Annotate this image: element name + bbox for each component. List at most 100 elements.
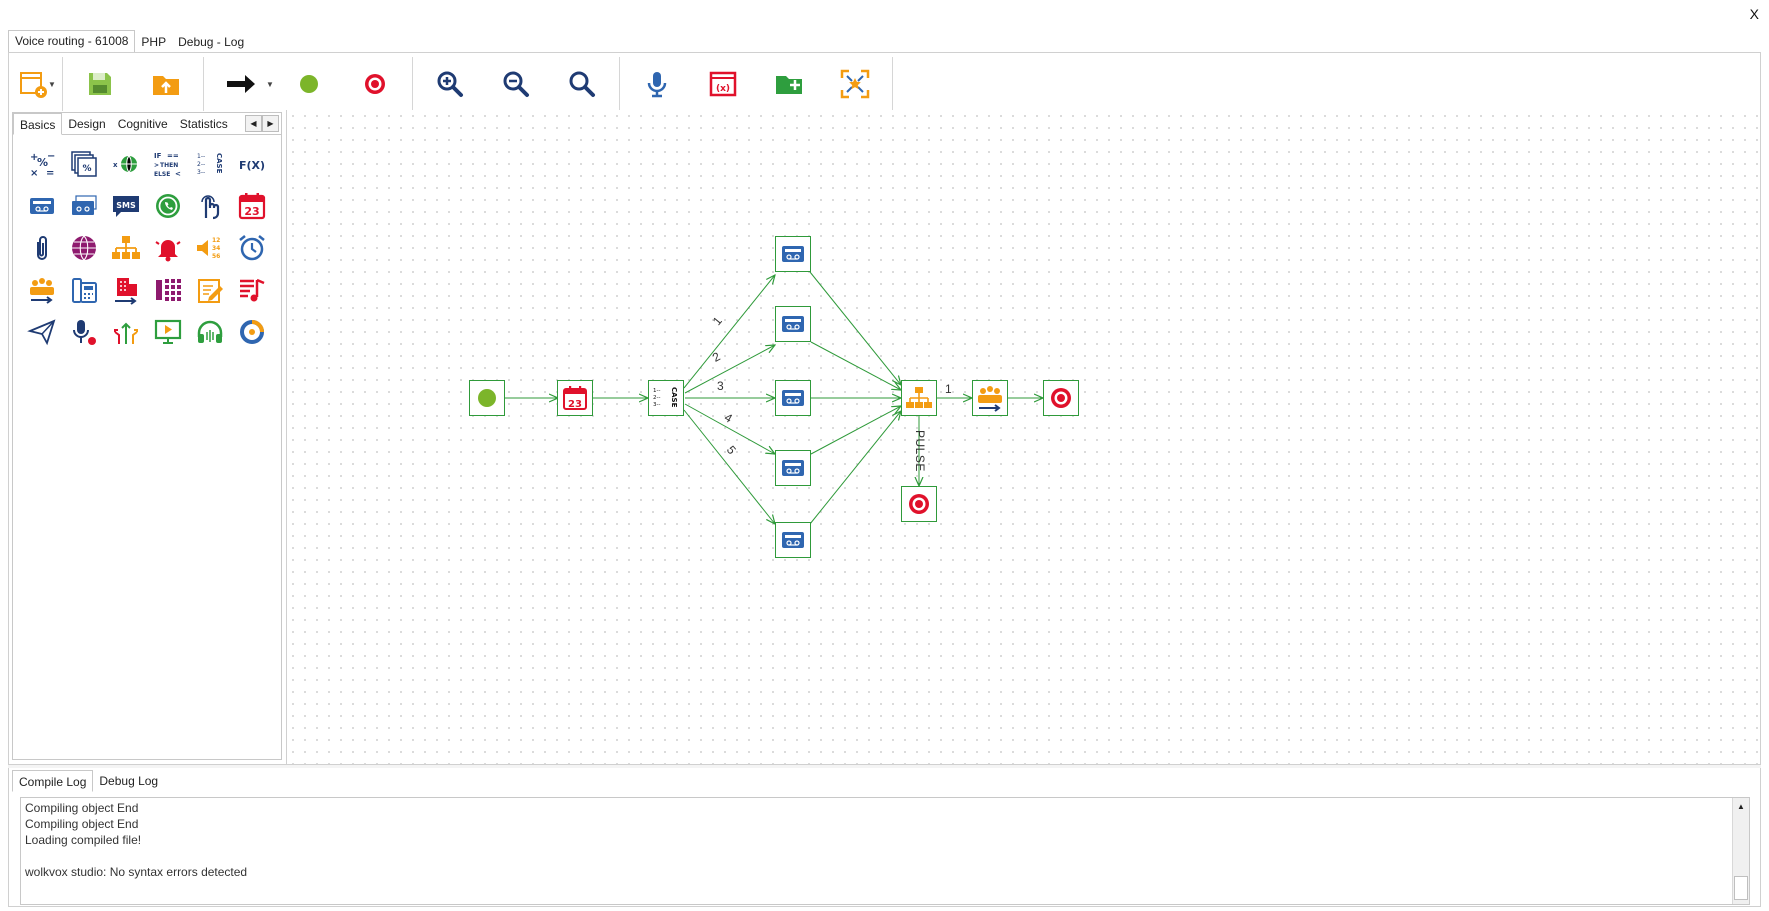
log-line (25, 848, 1745, 864)
flow-node-voicemail-4[interactable] (775, 450, 811, 486)
playlist-music-icon (240, 278, 265, 302)
tab-php[interactable]: PHP (141, 35, 167, 49)
flow-node-calendar[interactable]: 23 (557, 380, 593, 416)
palette-music-playlist[interactable] (231, 269, 273, 311)
screen-play-icon (154, 319, 182, 344)
palette-send-message[interactable] (21, 311, 63, 353)
scroll-thumb[interactable] (1734, 876, 1748, 900)
end-node-icon (909, 494, 929, 514)
add-folder-button[interactable] (756, 57, 822, 111)
case-icon: 1-- 2-- 3-- CASE (653, 387, 678, 408)
zoom-out-icon (503, 71, 529, 97)
palette-video[interactable] (147, 311, 189, 353)
svg-text:56: 56 (212, 253, 220, 260)
svg-text:1--: 1-- (197, 153, 205, 160)
palette-attachment[interactable] (21, 227, 63, 269)
palette-scroll-left-button[interactable]: ◀ (245, 115, 262, 132)
flow-node-start[interactable] (469, 380, 505, 416)
tab-debug-log[interactable]: Debug - Log (178, 35, 245, 49)
start-node-button[interactable] (276, 57, 342, 111)
fit-screen-button[interactable] (822, 57, 888, 111)
palette-calendar[interactable]: 23 (231, 185, 273, 227)
variables-button[interactable]: (x) (690, 57, 756, 111)
tab-compile-log[interactable]: Compile Log (12, 770, 94, 792)
palette-alarm-clock[interactable] (231, 227, 273, 269)
new-flow-icon (20, 72, 47, 98)
palette-record-audio[interactable] (63, 311, 105, 353)
log-line: wolkvox studio: No syntax errors detecte… (25, 865, 248, 879)
microphone-icon (647, 72, 667, 98)
flow-node-voicemail-2[interactable] (775, 306, 811, 342)
edge-case-5 (683, 409, 775, 524)
flow-node-end[interactable] (1043, 380, 1079, 416)
palette-if-then-else[interactable]: IF == > THEN ELSE < (147, 143, 189, 185)
connector-button[interactable] (208, 57, 274, 111)
tab-debug-log-panel[interactable]: Debug Log (99, 774, 159, 788)
building-transfer-icon (115, 278, 137, 305)
new-flow-dropdown[interactable]: ▼ (48, 79, 56, 89)
palette-telephone[interactable] (63, 269, 105, 311)
palette-tab-statistics[interactable]: Statistics (179, 117, 228, 131)
svg-text:3--: 3-- (653, 402, 660, 408)
palette-math-operations[interactable]: + % − × = (21, 143, 63, 185)
palette-voicemail-list[interactable] (63, 185, 105, 227)
log-scrollbar[interactable]: ▲ (1732, 798, 1749, 904)
palette-percent-calculator[interactable]: % (63, 143, 105, 185)
svg-text:%: % (82, 164, 91, 174)
speaker-numbers-icon: 12 34 56 (197, 237, 220, 260)
palette-say-number[interactable]: 12 34 56 (189, 227, 231, 269)
palette-notes[interactable] (189, 269, 231, 311)
palette-web-variable[interactable]: x (105, 143, 147, 185)
zoom-fit-icon (569, 71, 595, 97)
case-label: CASE (670, 387, 678, 408)
upload-button[interactable] (133, 57, 199, 111)
edge-vm4-hub (810, 406, 901, 455)
palette-function[interactable]: F(X) (231, 143, 273, 185)
palette-web-service[interactable] (63, 227, 105, 269)
end-node-icon (365, 74, 385, 94)
panel-splitter[interactable] (8, 764, 1761, 768)
palette-audio-monitor[interactable] (189, 311, 231, 353)
flow-node-voicemail-1[interactable] (775, 236, 811, 272)
end-node-button[interactable] (342, 57, 408, 111)
palette-tab-basics[interactable]: Basics (13, 113, 63, 135)
palette-tab-cognitive[interactable]: Cognitive (117, 117, 168, 131)
scroll-up-button[interactable]: ▲ (1737, 801, 1745, 811)
flow-node-voicemail-3[interactable] (775, 380, 811, 416)
flow-node-end-pulse[interactable] (901, 486, 937, 522)
palette-case[interactable]: 1-- 2-- 3-- CASE (189, 143, 231, 185)
palette-keypad[interactable] (147, 269, 189, 311)
palette-dtmf-input[interactable] (189, 185, 231, 227)
flow-node-hierarchy[interactable] (901, 380, 937, 416)
svg-text:2--: 2-- (197, 161, 205, 168)
close-window-button[interactable]: X (1749, 6, 1759, 22)
tab-voice-routing[interactable]: Voice routing - 61008 (8, 30, 136, 52)
flow-canvas[interactable]: 1 2 3 4 5 1 PULSE 23 1-- 2-- 3-- CASE (286, 110, 1759, 764)
palette-tabs: Basics Design Cognitive Statistics ◀ ▶ (13, 113, 281, 135)
flow-node-case[interactable]: 1-- 2-- 3-- CASE (648, 380, 684, 416)
palette-scroll-right-button[interactable]: ▶ (262, 115, 279, 132)
alarm-clock-icon (239, 235, 265, 261)
then-label: THEN (160, 162, 178, 169)
connector-dropdown[interactable]: ▼ (266, 79, 274, 89)
palette-statistics-ring[interactable] (231, 311, 273, 353)
svg-text:==: == (167, 152, 179, 160)
zoom-fit-button[interactable] (549, 57, 615, 111)
new-flow-button[interactable] (10, 57, 56, 111)
zoom-out-button[interactable] (483, 57, 549, 111)
palette-hierarchy[interactable] (105, 227, 147, 269)
palette-alarm[interactable] (147, 227, 189, 269)
palette-voicemail[interactable] (21, 185, 63, 227)
palette-tab-design[interactable]: Design (68, 117, 106, 131)
microphone-button[interactable] (624, 57, 690, 111)
flow-node-voicemail-5[interactable] (775, 522, 811, 558)
palette-routing-split[interactable] (105, 311, 147, 353)
function-icon: F(X) (239, 159, 265, 172)
save-button[interactable] (67, 57, 133, 111)
palette-company-transfer[interactable] (105, 269, 147, 311)
palette-whatsapp[interactable] (147, 185, 189, 227)
flow-node-agents[interactable] (972, 380, 1008, 416)
palette-sms[interactable]: SMS (105, 185, 147, 227)
palette-transfer-agents[interactable] (21, 269, 63, 311)
zoom-in-button[interactable] (417, 57, 483, 111)
